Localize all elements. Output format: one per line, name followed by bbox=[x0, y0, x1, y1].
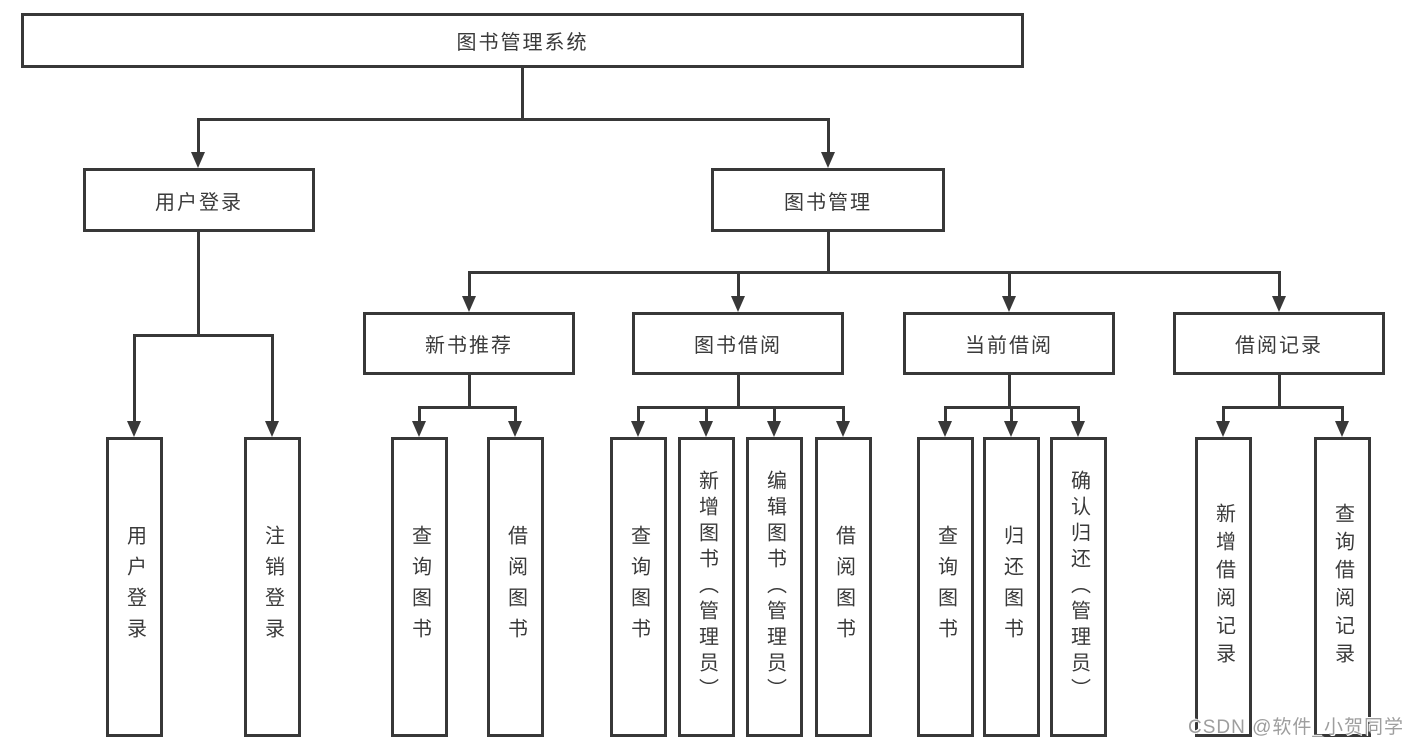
connector-line bbox=[133, 334, 136, 422]
arrowhead-down-icon bbox=[508, 421, 522, 437]
node-new-book-recommend: 新书推荐 bbox=[363, 312, 575, 375]
leaf-borrow-edit-books-admin: 编辑图书（管理员） bbox=[746, 437, 803, 737]
connector-line bbox=[1008, 373, 1011, 408]
connector-line bbox=[197, 118, 830, 121]
arrowhead-down-icon bbox=[699, 421, 713, 437]
connector-line bbox=[827, 118, 830, 154]
leaf-label: 查询图书 bbox=[627, 525, 650, 649]
connector-line bbox=[468, 271, 471, 298]
leaf-borrow-borrow-books: 借阅图书 bbox=[815, 437, 872, 737]
connector-line bbox=[827, 230, 830, 273]
leaf-label: 新增图书（管理员） bbox=[695, 470, 718, 704]
connector-line bbox=[637, 406, 845, 409]
connector-line bbox=[1077, 406, 1080, 422]
csdn-watermark: CSDN @软件_小贺同学 bbox=[1188, 717, 1404, 738]
arrowhead-down-icon bbox=[821, 152, 835, 168]
connector-line bbox=[637, 406, 640, 422]
leaf-current-confirm-return-admin: 确认归还（管理员） bbox=[1050, 437, 1107, 737]
arrowhead-down-icon bbox=[1216, 421, 1230, 437]
connector-line bbox=[773, 406, 776, 422]
leaf-label: 借阅图书 bbox=[832, 525, 855, 649]
leaf-logout: 注销登录 bbox=[244, 437, 301, 737]
connector-line bbox=[133, 334, 274, 337]
leaf-record-add-borrow-record: 新增借阅记录 bbox=[1195, 437, 1252, 737]
connector-line bbox=[521, 66, 524, 119]
connector-line bbox=[1341, 406, 1344, 422]
node-label: 新书推荐 bbox=[425, 335, 513, 357]
arrowhead-down-icon bbox=[1002, 296, 1016, 312]
connector-line bbox=[197, 118, 200, 154]
leaf-label: 查询图书 bbox=[408, 525, 431, 649]
arrowhead-down-icon bbox=[412, 421, 426, 437]
node-root-system: 图书管理系统 bbox=[21, 13, 1024, 68]
connector-line bbox=[1222, 406, 1344, 409]
leaf-label: 确认归还（管理员） bbox=[1067, 470, 1090, 704]
connector-line bbox=[418, 406, 517, 409]
connector-line bbox=[468, 373, 471, 408]
leaf-label: 归还图书 bbox=[1000, 525, 1023, 649]
node-user-login-branch: 用户登录 bbox=[83, 168, 315, 232]
leaf-label: 借阅图书 bbox=[504, 525, 527, 649]
connector-line bbox=[1010, 406, 1013, 422]
node-label: 图书管理系统 bbox=[456, 32, 589, 54]
node-current-borrowing: 当前借阅 bbox=[903, 312, 1115, 375]
arrowhead-down-icon bbox=[462, 296, 476, 312]
node-label: 图书管理 bbox=[784, 191, 872, 214]
connector-line bbox=[737, 271, 740, 298]
leaf-label: 用户登录 bbox=[123, 525, 146, 649]
node-label: 图书借阅 bbox=[694, 335, 782, 357]
leaf-current-query-books: 查询图书 bbox=[917, 437, 974, 737]
leaf-borrow-query-books: 查询图书 bbox=[610, 437, 667, 737]
node-label: 用户登录 bbox=[155, 191, 243, 214]
node-label: 借阅记录 bbox=[1235, 335, 1323, 357]
leaf-borrow-add-books-admin: 新增图书（管理员） bbox=[678, 437, 735, 737]
connector-line bbox=[418, 406, 421, 422]
arrowhead-down-icon bbox=[1071, 421, 1085, 437]
connector-line bbox=[1278, 373, 1281, 408]
arrowhead-down-icon bbox=[938, 421, 952, 437]
connector-line bbox=[514, 406, 517, 422]
arrowhead-down-icon bbox=[191, 152, 205, 168]
arrowhead-down-icon bbox=[127, 421, 141, 437]
node-book-borrowing: 图书借阅 bbox=[632, 312, 844, 375]
arrowhead-down-icon bbox=[767, 421, 781, 437]
connector-line bbox=[944, 406, 947, 422]
node-book-management-branch: 图书管理 bbox=[711, 168, 945, 232]
connector-line bbox=[737, 373, 740, 408]
leaf-user-login: 用户登录 bbox=[106, 437, 163, 737]
leaf-label: 查询借阅记录 bbox=[1331, 503, 1354, 671]
connector-line bbox=[1278, 271, 1281, 298]
leaf-label: 新增借阅记录 bbox=[1212, 503, 1235, 671]
arrowhead-down-icon bbox=[1004, 421, 1018, 437]
leaf-current-return-books: 归还图书 bbox=[983, 437, 1040, 737]
leaf-record-query-borrow-record: 查询借阅记录 bbox=[1314, 437, 1371, 737]
leaf-label: 编辑图书（管理员） bbox=[763, 470, 786, 704]
connector-line bbox=[197, 230, 200, 336]
leaf-recommend-borrow-books: 借阅图书 bbox=[487, 437, 544, 737]
arrowhead-down-icon bbox=[1272, 296, 1286, 312]
leaf-recommend-query-books: 查询图书 bbox=[391, 437, 448, 737]
connector-line bbox=[468, 271, 1281, 274]
arrowhead-down-icon bbox=[1335, 421, 1349, 437]
connector-line bbox=[842, 406, 845, 422]
arrowhead-down-icon bbox=[836, 421, 850, 437]
connector-line bbox=[1222, 406, 1225, 422]
connector-line bbox=[271, 334, 274, 422]
leaf-label: 查询图书 bbox=[934, 525, 957, 649]
connector-line bbox=[1008, 271, 1011, 298]
node-borrowing-records: 借阅记录 bbox=[1173, 312, 1385, 375]
leaf-label: 注销登录 bbox=[261, 525, 284, 649]
arrowhead-down-icon bbox=[631, 421, 645, 437]
node-label: 当前借阅 bbox=[965, 335, 1053, 357]
arrowhead-down-icon bbox=[731, 296, 745, 312]
connector-line bbox=[705, 406, 708, 422]
arrowhead-down-icon bbox=[265, 421, 279, 437]
